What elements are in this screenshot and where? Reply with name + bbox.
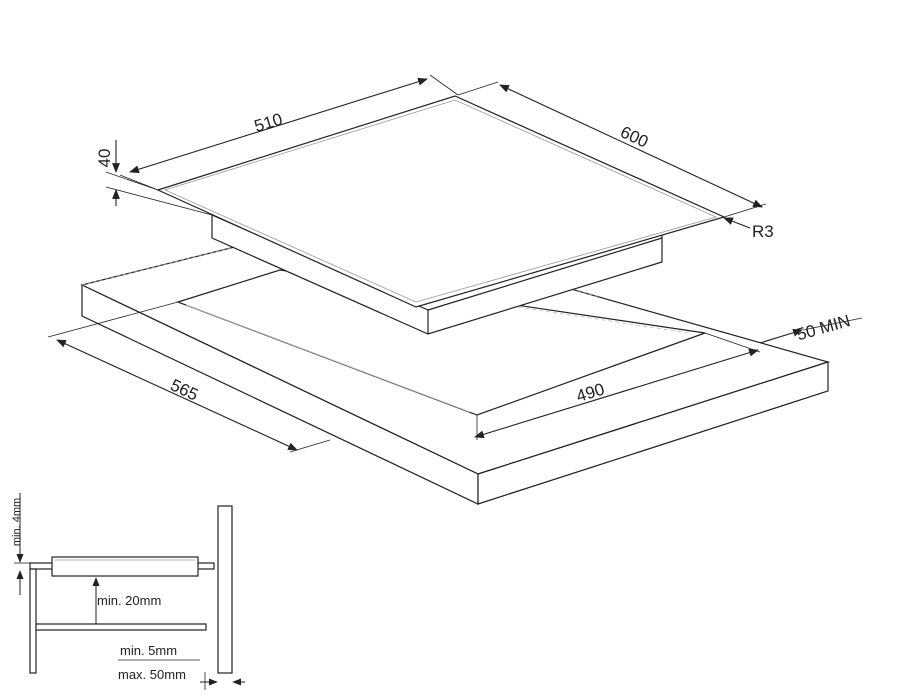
dim-width-label: 510	[252, 110, 285, 136]
dim-min-edge-label: 50 MIN	[795, 311, 853, 344]
section-dimension-lines	[14, 493, 245, 690]
label-max-50mm: max. 50mm	[118, 667, 186, 682]
dim-cutout-width-label: 565	[167, 375, 201, 404]
dimension-lines	[47, 74, 863, 453]
section-diagram	[29, 505, 233, 674]
dim-radius-label: R3	[752, 222, 774, 241]
dim-thickness-label: 40	[95, 149, 114, 168]
label-min-5mm: min. 5mm	[120, 643, 177, 658]
label-min-20mm: min. 20mm	[97, 593, 161, 608]
label-min-4mm: min. 4mm	[11, 498, 23, 546]
dim-depth-label: 600	[617, 122, 651, 151]
